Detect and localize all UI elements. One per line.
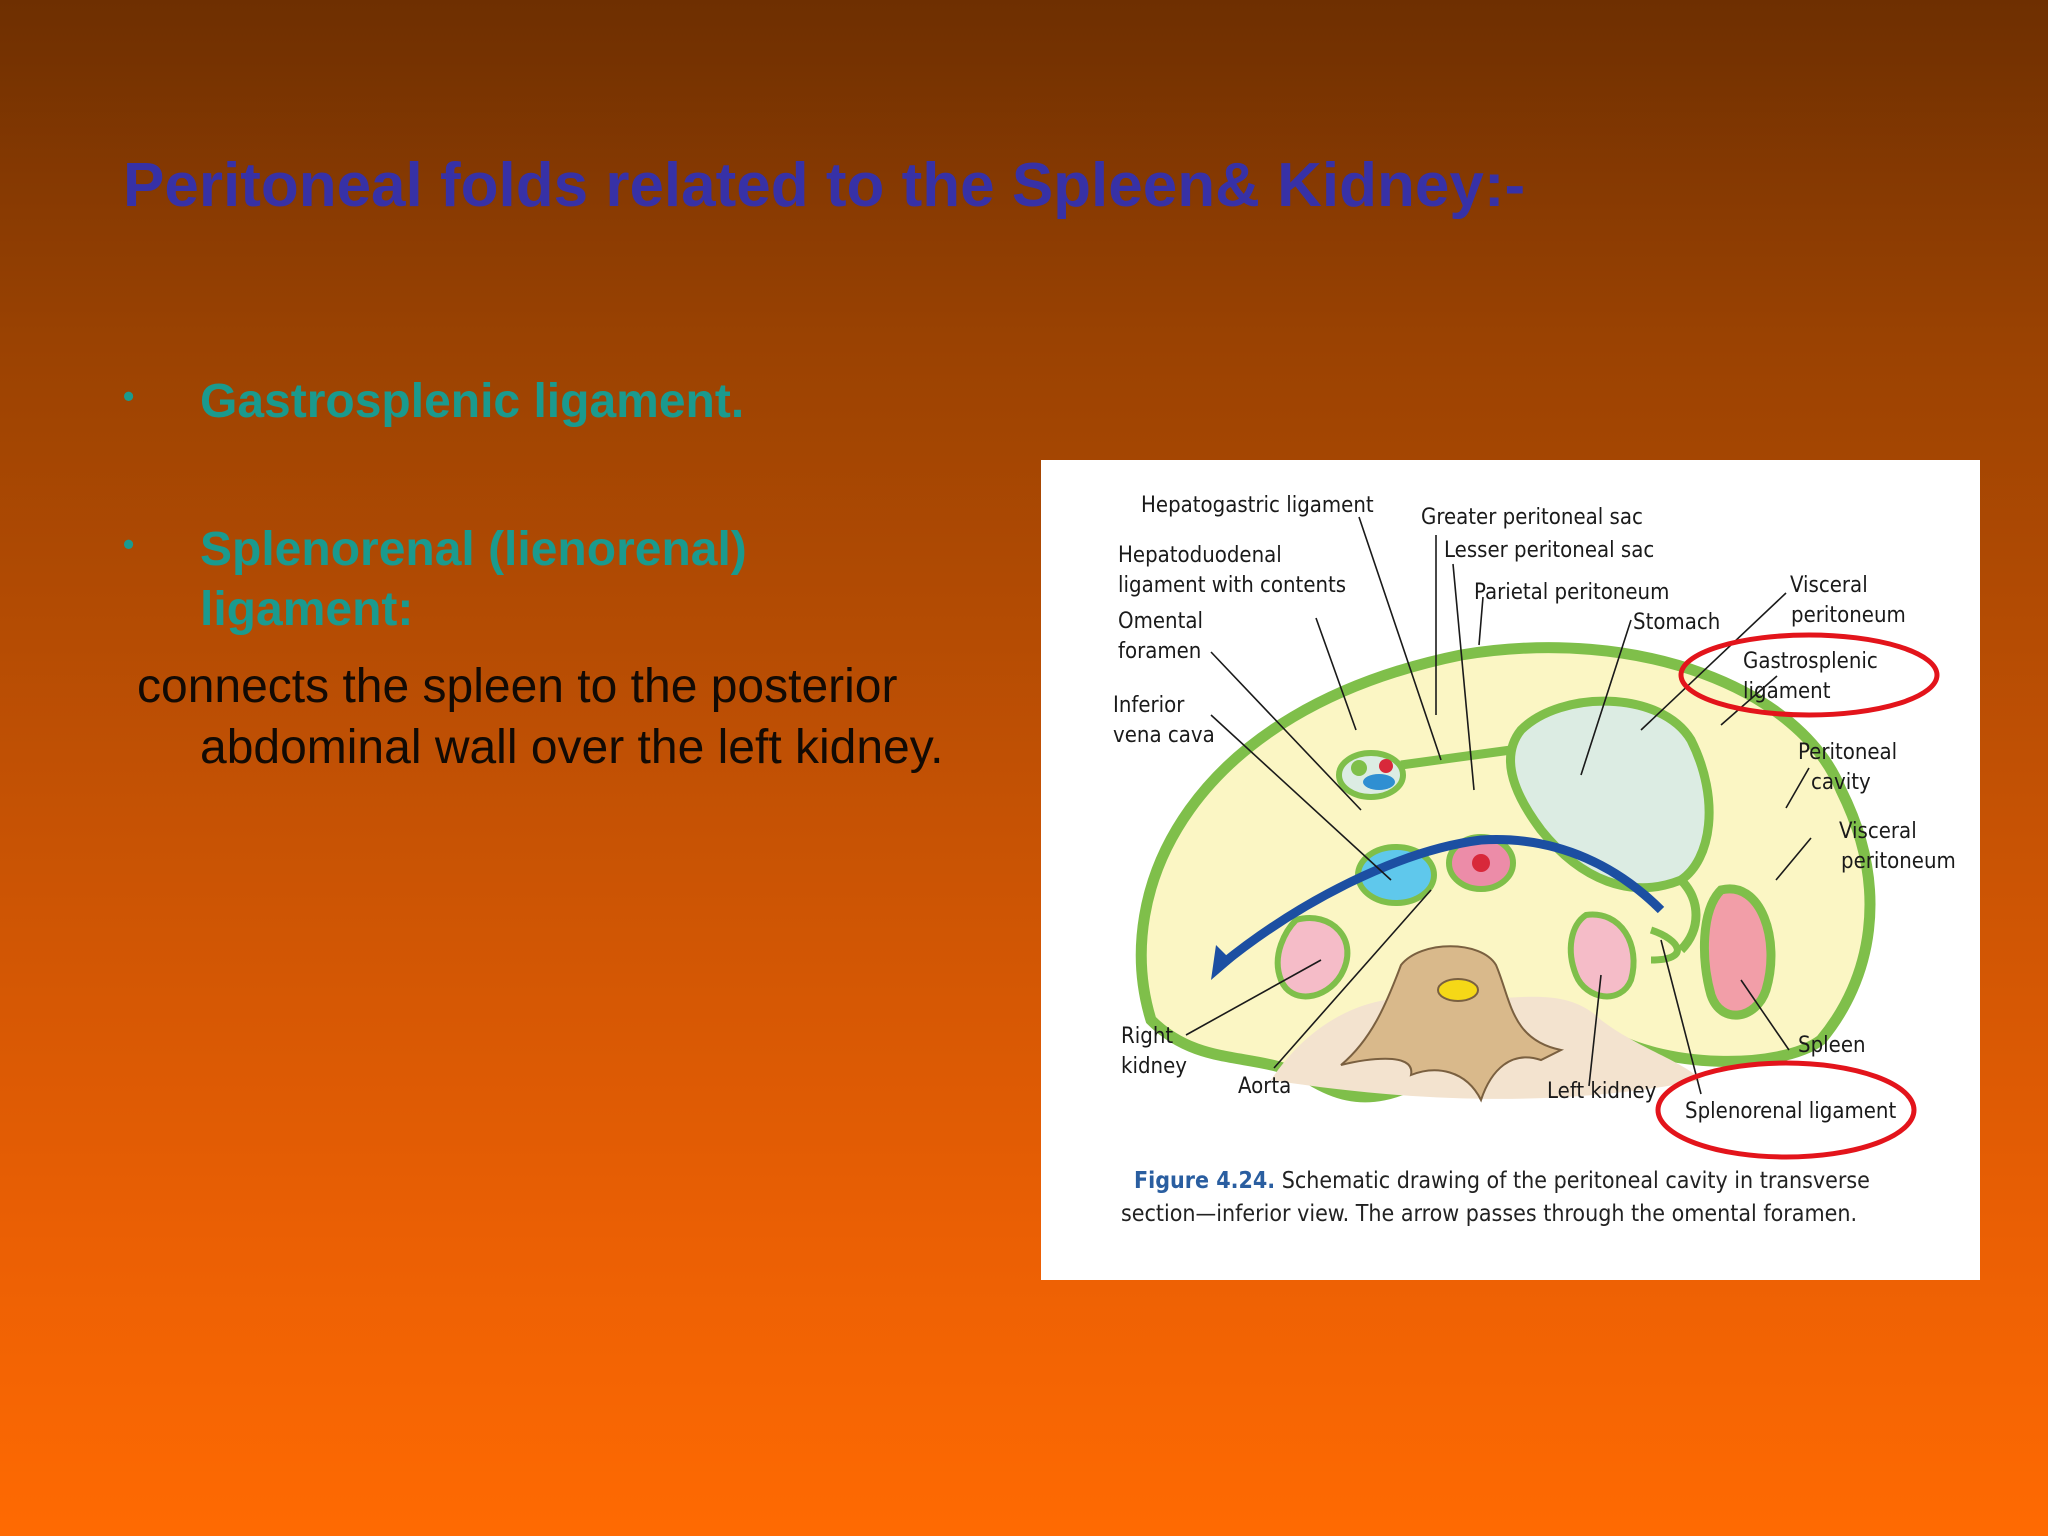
omental-foramen-arrow [1218,835,1665,969]
label-spleen: Spleen [1798,1033,1866,1058]
label-visceral-top-1: Visceral [1790,573,1868,598]
label-aorta: Aorta [1238,1074,1291,1099]
arrow-head-icon [1211,945,1246,980]
portal-triad [1336,750,1406,800]
label-hepatoduodenal-1: Hepatoduodenal [1118,543,1282,568]
slide-title: Peritoneal folds related to the Spleen& … [123,151,1526,220]
label-hepatogastric: Hepatogastric ligament [1141,493,1374,518]
figure-number: Figure 4.24. [1134,1168,1275,1194]
bullet-dot-icon: • [123,378,135,414]
bullet-text: Gastrosplenic ligament. [200,375,745,428]
gastrosplenic-highlight-ellipse [1678,632,1940,718]
label-peritoneal-cavity-2: cavity [1811,770,1871,795]
bullet-text: Splenorenal (lienorenal) ligament: [200,523,747,636]
label-visceral-mid-2: peritoneum [1841,849,1956,874]
body-text: connects the spleen to the posterior abd… [137,660,944,774]
label-gastrosplenic-2: ligament [1743,679,1831,704]
label-peritoneal-cavity-1: Peritoneal [1798,740,1897,765]
label-visceral-top-2: peritoneum [1791,603,1906,628]
spinal-canal [1437,978,1479,1002]
vertebra [1340,945,1565,1103]
label-lesser-sac: Lesser peritoneal sac [1444,538,1654,563]
splenorenal-highlight-ellipse [1655,1060,1917,1160]
label-ivc-2: vena cava [1113,723,1215,748]
right-kidney [1274,915,1351,1000]
label-omental-1: Omental [1118,609,1203,634]
spleen [1700,884,1776,1020]
bullet-gastrosplenic: • Gastrosplenic ligament. [123,372,943,432]
label-stomach: Stomach [1633,610,1720,635]
label-splenorenal: Splenorenal ligament [1685,1099,1896,1124]
label-right-kidney-2: kidney [1121,1054,1187,1079]
label-greater-sac: Greater peritoneal sac [1421,505,1643,530]
label-parietal: Parietal peritoneum [1474,580,1669,605]
caption-text-1: Schematic drawing of the peritoneal cavi… [1275,1168,1870,1194]
left-kidney [1567,911,1637,1000]
anatomy-figure: Hepatogastric ligament Hepatoduodenal li… [1041,460,1980,1280]
figure-caption-line1: Figure 4.24. Schematic drawing of the pe… [1134,1168,1870,1194]
figure-caption-line2: section—inferior view. The arrow passes … [1121,1201,1857,1227]
label-right-kidney-1: Right [1121,1024,1173,1049]
label-omental-2: foramen [1118,639,1201,664]
label-left-kidney: Left kidney [1547,1079,1657,1104]
label-gastrosplenic-1: Gastrosplenic [1743,649,1878,674]
label-visceral-mid-1: Visceral [1839,819,1917,844]
bullet-dot-icon: • [123,526,135,562]
bullet-splenorenal: • Splenorenal (lienorenal) ligament: [123,520,943,640]
label-hepatoduodenal-2: ligament with contents [1118,573,1346,598]
label-ivc-1: Inferior [1113,693,1185,718]
